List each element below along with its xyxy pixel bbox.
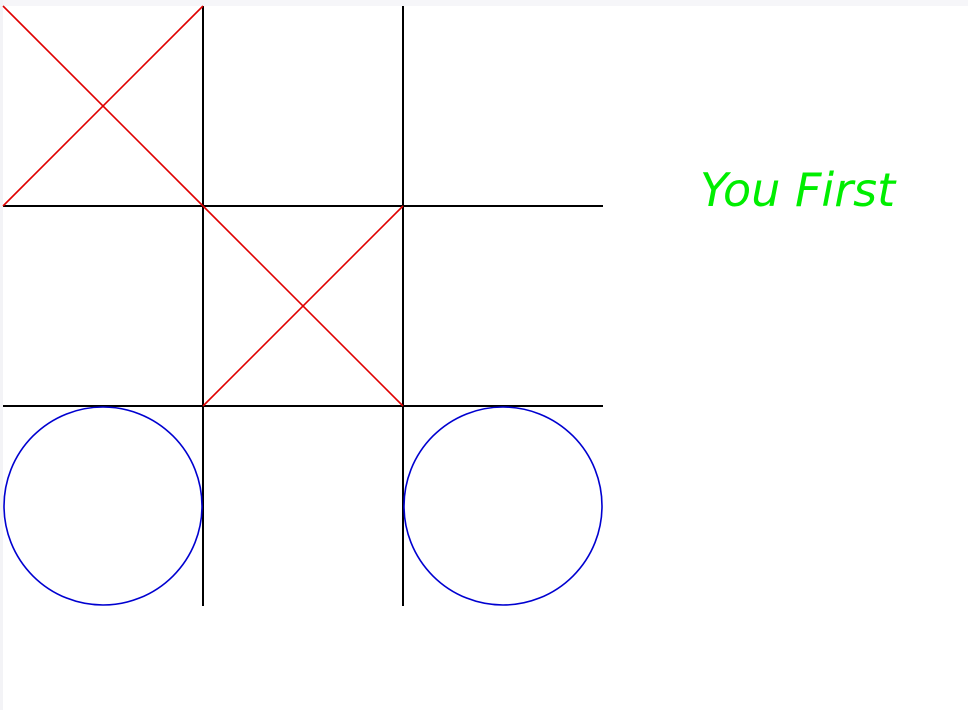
turn-status-text: You First xyxy=(700,163,896,217)
x-mark-icon-r2-c2 xyxy=(202,205,404,407)
o-mark-icon-r3-c1 xyxy=(3,406,203,606)
board-marks xyxy=(2,5,603,606)
board-cell-r3-c2[interactable] xyxy=(203,406,403,606)
window-left-strip xyxy=(0,0,3,710)
board-cell-r1-c2[interactable] xyxy=(203,6,403,206)
board-cell-r2-c1[interactable] xyxy=(3,206,203,406)
o-mark-icon-r3-c3 xyxy=(403,406,603,606)
x-mark-icon-r1-c1 xyxy=(2,5,204,207)
window-top-strip xyxy=(0,0,968,6)
board-grid xyxy=(3,6,603,606)
board-cell-r1-c3[interactable] xyxy=(403,6,603,206)
board-cell-r2-c3[interactable] xyxy=(403,206,603,406)
game-board[interactable] xyxy=(0,0,610,612)
